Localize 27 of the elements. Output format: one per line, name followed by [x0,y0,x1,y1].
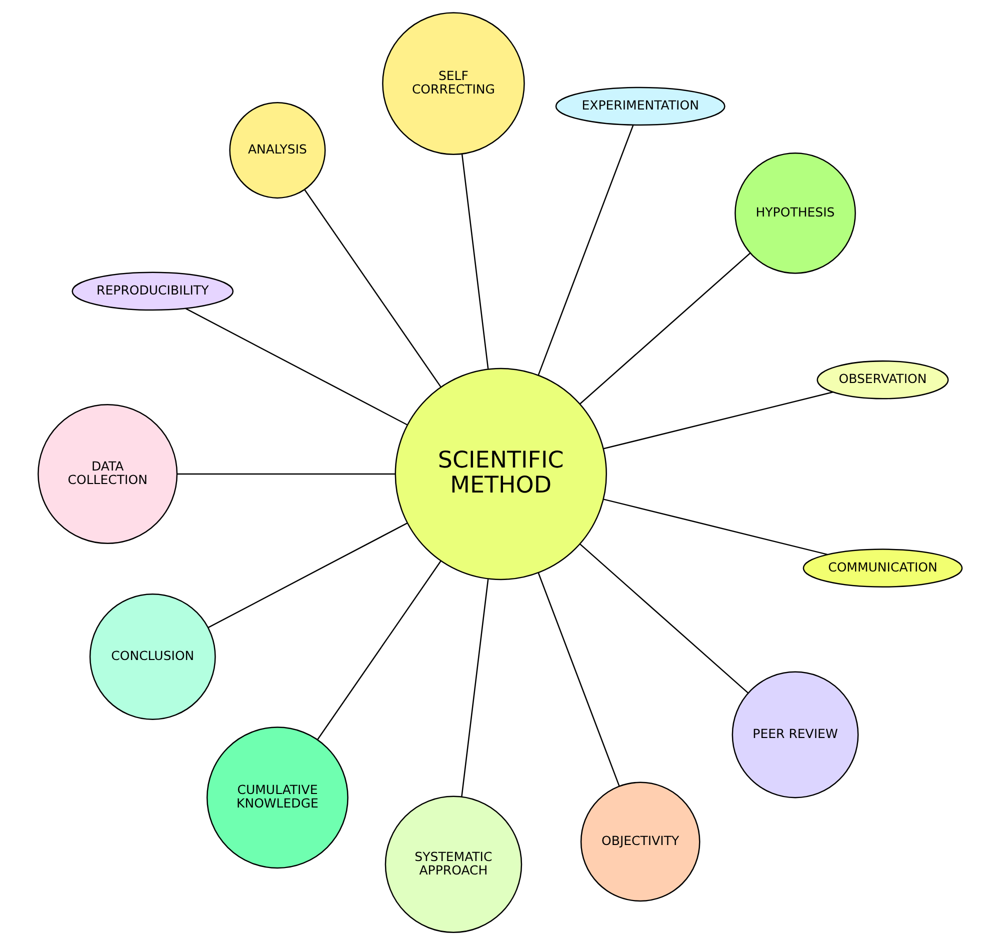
node-circle: DATA COLLECTION [38,404,178,544]
connector [604,498,828,556]
connector [185,308,408,426]
connector [317,560,442,740]
connector [461,579,489,797]
node-circle: SCIENTIFIC METHOD [394,368,607,580]
connector [208,522,408,628]
connector [461,154,489,369]
connector [580,544,748,694]
node-circle: ANALYSIS [229,102,326,199]
node-circle: SYSTEMATIC APPROACH [384,796,522,934]
connector [604,392,833,450]
node-circle: PEER REVIEW [732,671,859,798]
connector [177,473,395,475]
node-circle: OBJECTIVITY [580,782,700,902]
node-circle: HYPOTHESIS [734,152,856,274]
node-circle: CONCLUSION [89,594,216,720]
node-ellipse: OBSERVATION [816,360,949,400]
connector [538,572,620,786]
node-circle: SELF CORRECTING [382,12,525,155]
connector [580,252,751,404]
node-circle: CUMULATIVE KNOWLEDGE [206,726,348,869]
connector [304,189,442,388]
node-ellipse: COMMUNICATION [802,548,963,588]
connector [538,125,634,376]
node-ellipse: REPRODUCIBILITY [72,272,234,311]
node-ellipse: EXPERIMENTATION [555,86,726,126]
